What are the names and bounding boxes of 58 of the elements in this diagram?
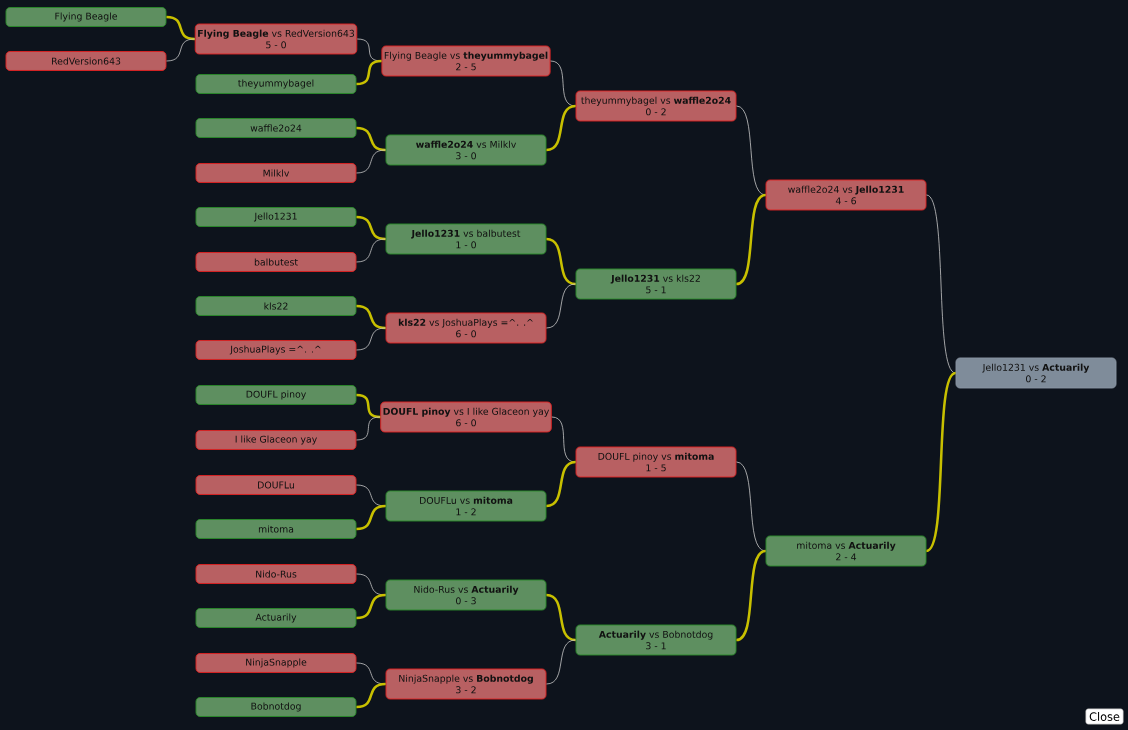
match-box: Jello1231 vs balbutest 1 - 0: [385, 223, 547, 255]
bracket-line: [736, 193, 766, 286]
match-box: theyummybagel vs waffle2o24 0 - 2: [575, 90, 737, 122]
match-box: NinjaSnapple vs Bobnotdog 3 - 2: [385, 668, 547, 700]
player-box: RedVersion643: [5, 51, 167, 71]
bracket-line: [546, 283, 576, 329]
player-box: Milklv: [195, 163, 357, 183]
bracket-line: [356, 593, 386, 620]
bracket-line: [736, 105, 766, 196]
bracket-line: [166, 15, 195, 41]
bracket-line: [356, 59, 382, 86]
bracket-line: [546, 237, 576, 286]
match-box: DOUFL pinoy vs mitoma 1 - 5: [575, 446, 737, 478]
player-box: DOUFL pinoy: [195, 385, 357, 405]
match-box: mitoma vs Actuarily 2 - 4: [765, 535, 927, 567]
bracket-line: [356, 126, 386, 152]
player-box: Bobnotdog: [195, 697, 357, 717]
bracket-line: [736, 549, 766, 642]
match-box: DOUFLu vs mitoma 1 - 2: [385, 490, 547, 522]
player-box: Jello1231: [195, 207, 357, 227]
match-box: Jello1231 vs Actuarily 0 - 2: [955, 357, 1117, 389]
bracket-line: [925, 371, 957, 552]
bracket-line: [546, 639, 576, 685]
bracket-line: [356, 393, 381, 419]
bracket-line: [356, 304, 386, 330]
player-box: DOUFLu: [195, 475, 357, 495]
match-box: Jello1231 vs kls22 5 - 1: [575, 268, 737, 300]
bracket-line: [166, 38, 196, 62]
bracket-line: [546, 593, 576, 642]
player-box: kls22: [195, 296, 357, 316]
bracket-line: [356, 682, 386, 709]
match-box: kls22 vs JoshuaPlays =^. .^ 6 - 0: [385, 312, 547, 344]
bracket-line: [926, 194, 956, 374]
match-box: waffle2o24 vs Milklv 3 - 0: [385, 134, 547, 166]
player-box: Flying Beagle: [5, 7, 167, 27]
player-box: waffle2o24: [195, 118, 357, 138]
match-box: Flying Beagle vs RedVersion643 5 - 0: [194, 23, 358, 55]
player-box: Actuarily: [195, 608, 357, 628]
close-button: Close: [1085, 708, 1124, 725]
bracket-line: [356, 416, 381, 441]
bracket-line: [736, 461, 766, 552]
player-box: I like Glaceon yay: [195, 430, 357, 450]
match-box: Nido-Rus vs Actuarily 0 - 3: [385, 579, 547, 611]
player-box: mitoma: [195, 519, 357, 539]
bracket-line: [356, 327, 386, 351]
match-box: Flying Beagle vs theyummybagel 2 - 5: [381, 45, 551, 77]
match-box: Actuarily vs Bobnotdog 3 - 1: [575, 624, 737, 656]
player-box: balbutest: [195, 252, 357, 272]
player-box: Nido-Rus: [195, 564, 357, 584]
match-box: DOUFL pinoy vs I like Glaceon yay 6 - 0: [380, 401, 552, 433]
match-box: waffle2o24 vs Jello1231 4 - 6: [765, 179, 927, 211]
bracket-line: [356, 238, 386, 263]
player-box: NinjaSnapple: [195, 653, 357, 673]
bracket-line: [356, 215, 386, 241]
bracket-line: [356, 504, 386, 531]
player-box: JoshuaPlays =^. .^: [195, 340, 357, 360]
player-box: theyummybagel: [195, 74, 357, 94]
bracket-line: [356, 149, 386, 174]
